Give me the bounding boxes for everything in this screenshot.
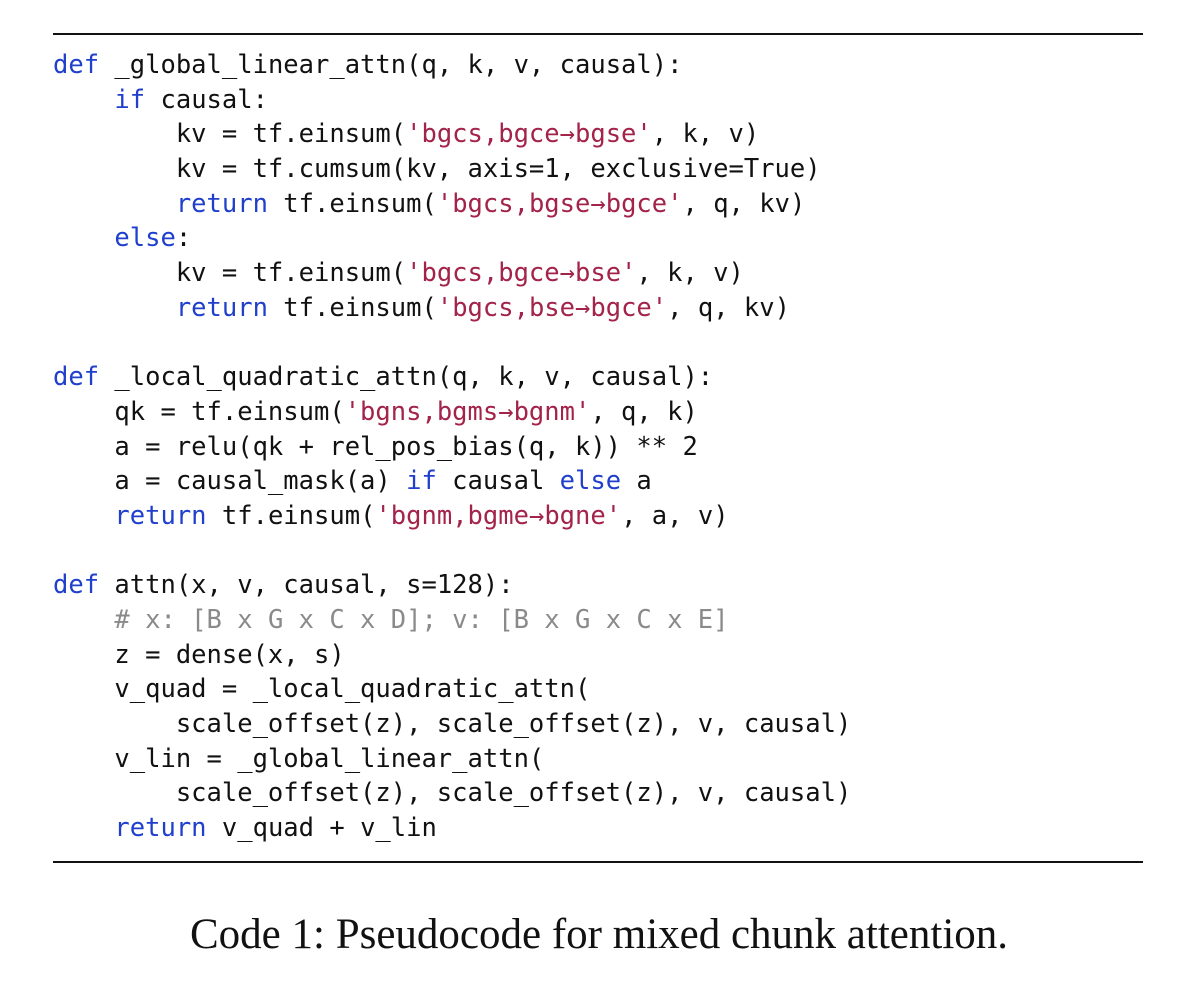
code-line: return tf.einsum('bgcs,bgse→bgce', q, kv…	[53, 187, 851, 222]
code-text	[53, 813, 114, 843]
code-text: :	[175, 223, 192, 254]
code-keyword: return	[114, 500, 207, 531]
code-line: v_quad = _local_quadratic_attn(	[53, 672, 851, 707]
code-text: , k, v)	[651, 119, 760, 150]
code-text: scale_offset(z), scale_offset(z), v, cau…	[53, 778, 852, 809]
code-line: kv = tf.einsum('bgcs,bgce→bse', k, v)	[53, 256, 851, 291]
code-line: kv = tf.cumsum(kv, axis=1, exclusive=Tru…	[53, 152, 851, 187]
code-string: 'bgcs,bse→bgce'	[436, 292, 668, 323]
code-string: 'bgns,bgms→bgnm'	[344, 396, 591, 427]
code-text	[53, 85, 114, 115]
code-text: kv = tf.einsum(	[53, 258, 407, 289]
code-keyword: def	[53, 570, 100, 601]
code-caption: Code 1: Pseudocode for mixed chunk atten…	[189, 911, 1009, 958]
code-text: v_lin = _global_linear_attn(	[53, 743, 545, 774]
code-text: z = dense(x, s)	[53, 639, 345, 670]
code-line: else:	[53, 221, 851, 256]
code-text: a = relu(qk + rel_pos_bias(q, k)) ** 2	[53, 431, 698, 462]
bottom-rule	[53, 861, 1143, 863]
code-keyword: def	[53, 362, 100, 393]
code-text	[53, 501, 114, 531]
code-line	[53, 534, 851, 569]
code-keyword: return	[114, 813, 207, 844]
code-line: a = relu(qk + rel_pos_bias(q, k)) ** 2	[53, 430, 851, 465]
code-text: , q, kv)	[682, 188, 806, 219]
top-rule	[53, 33, 1143, 35]
code-comment: # x: [B x G x C x D]; v: [B x G x C x E]	[114, 605, 729, 635]
code-text: tf.einsum(	[267, 188, 437, 219]
code-line: kv = tf.einsum('bgcs,bgce→bgse', k, v)	[53, 117, 851, 152]
code-keyword: else	[114, 223, 176, 254]
code-text: , k, v)	[636, 258, 744, 289]
code-line: a = causal_mask(a) if causal else a	[53, 464, 851, 499]
code-text: attn(x, v, causal, s=128):	[99, 570, 514, 601]
code-text: v_quad + v_lin	[206, 813, 437, 844]
code-line: def _local_quadratic_attn(q, k, v, causa…	[53, 360, 851, 395]
code-string: 'bgcs,bgce→bgse'	[406, 119, 652, 150]
code-string: 'bgcs,bgce→bse'	[406, 258, 637, 289]
code-line	[53, 326, 851, 361]
code-text: a = causal_mask(a)	[53, 466, 407, 497]
code-line: return v_quad + v_lin	[53, 811, 851, 846]
code-text: , q, kv)	[667, 292, 790, 323]
code-text: _local_quadratic_attn(q, k, v, causal):	[99, 362, 714, 393]
code-text: kv = tf.einsum(	[53, 119, 407, 150]
code-line: qk = tf.einsum('bgns,bgms→bgnm', q, k)	[53, 395, 851, 430]
code-line: if causal:	[53, 83, 851, 118]
code-line: return tf.einsum('bgcs,bse→bgce', q, kv)	[53, 291, 851, 326]
code-listing: def _global_linear_attn(q, k, v, causal)…	[53, 48, 851, 846]
code-text	[53, 223, 114, 253]
code-text: , a, v)	[621, 500, 729, 531]
code-line: v_lin = _global_linear_attn(	[53, 742, 851, 777]
code-text: tf.einsum(	[267, 292, 437, 323]
code-text: qk = tf.einsum(	[53, 396, 345, 427]
code-text: tf.einsum(	[206, 500, 376, 531]
code-line: scale_offset(z), scale_offset(z), v, cau…	[53, 776, 852, 811]
code-keyword: else	[559, 466, 622, 497]
code-string: 'bgcs,bgse→bgce'	[436, 188, 683, 219]
code-text: _global_linear_attn(q, k, v, causal):	[99, 50, 683, 80]
code-line: scale_offset(z), scale_offset(z), v, cau…	[53, 707, 852, 742]
code-line: def _global_linear_attn(q, k, v, causal)…	[53, 48, 851, 83]
code-keyword: if	[406, 466, 437, 497]
code-text: v_quad = _local_quadratic_attn(	[53, 674, 591, 705]
code-text	[53, 293, 176, 323]
code-line: def attn(x, v, causal, s=128):	[53, 568, 851, 603]
code-text: kv = tf.cumsum(kv, axis=1, exclusive=Tru…	[53, 154, 821, 185]
code-text: a	[621, 466, 652, 497]
code-keyword: return	[175, 188, 268, 219]
code-keyword: return	[175, 292, 268, 323]
code-text	[53, 189, 176, 219]
code-text: scale_offset(z), scale_offset(z), v, cau…	[53, 709, 852, 740]
code-line: # x: [B x G x C x D]; v: [B x G x C x E]	[53, 603, 851, 638]
code-text: causal:	[145, 84, 268, 115]
code-keyword: if	[114, 84, 146, 115]
code-text: causal	[436, 466, 560, 497]
code-text: , q, k)	[590, 396, 698, 427]
code-string: 'bgnm,bgme→bgne'	[375, 500, 622, 531]
code-text	[53, 605, 114, 635]
code-line: z = dense(x, s)	[53, 638, 851, 673]
code-keyword: def	[53, 50, 100, 80]
code-line: return tf.einsum('bgnm,bgme→bgne', a, v)	[53, 499, 851, 534]
